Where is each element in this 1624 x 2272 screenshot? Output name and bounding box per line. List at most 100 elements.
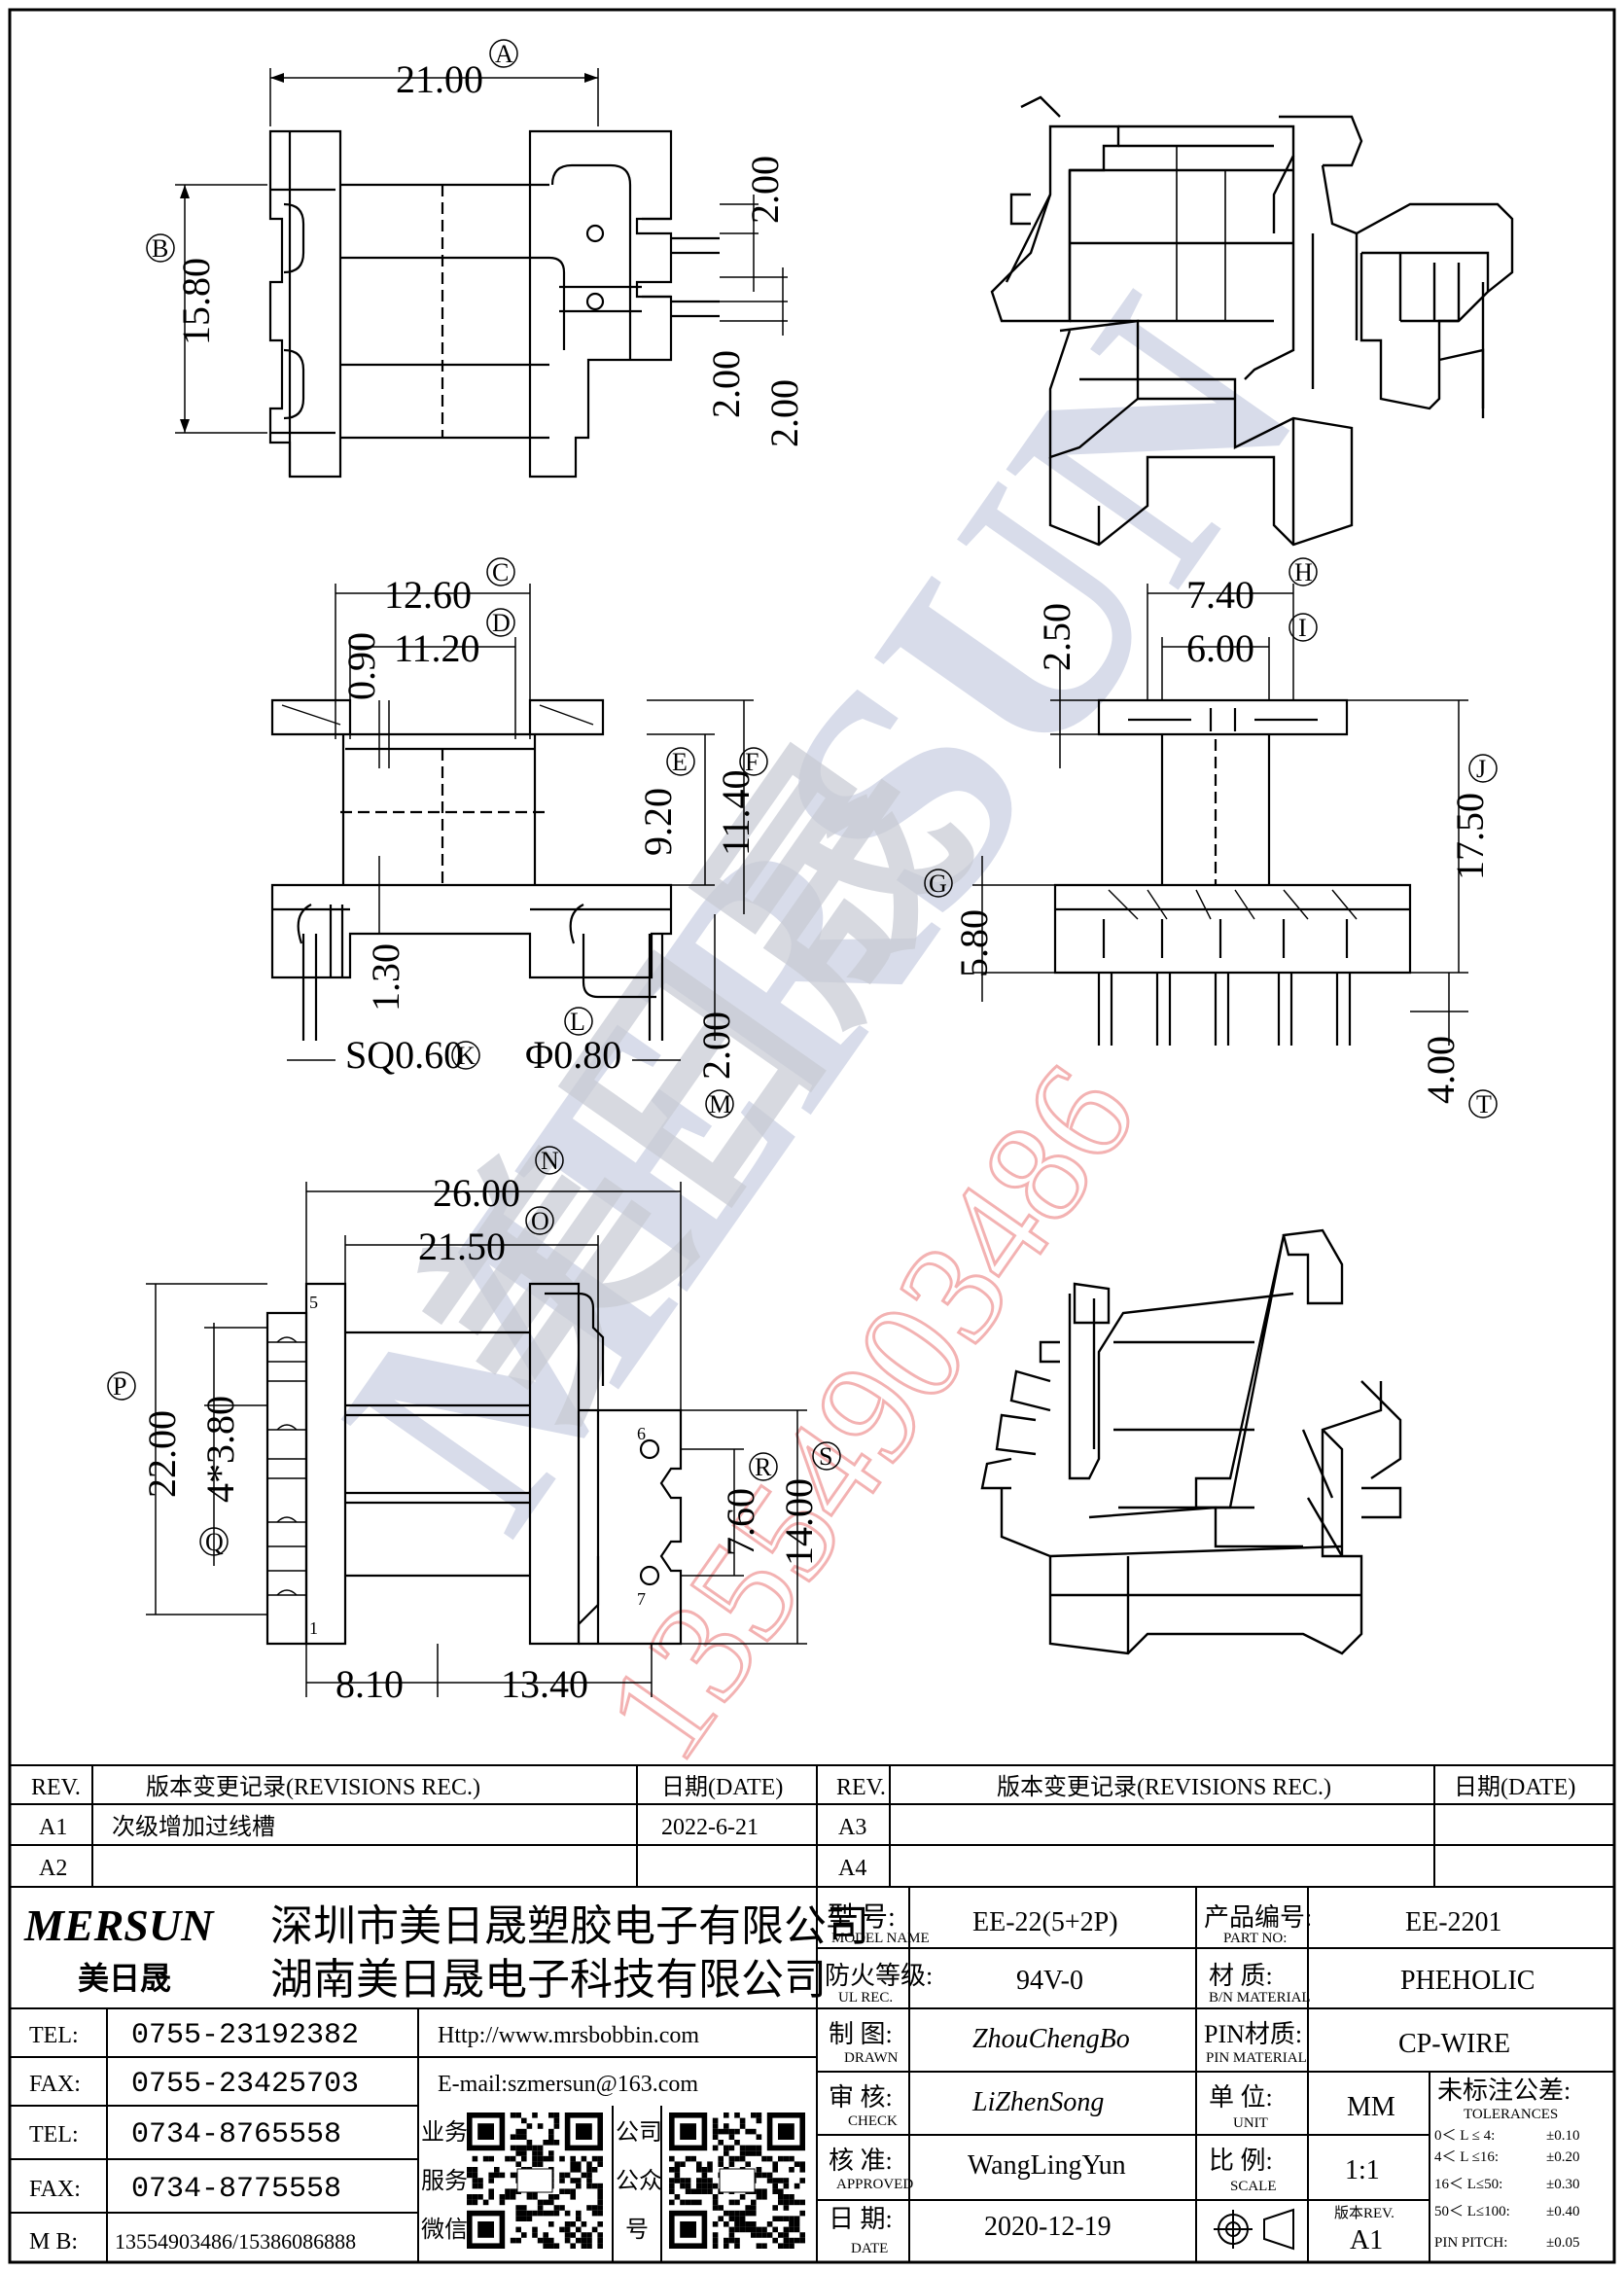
contact-label-2: FAX: — [29, 2072, 81, 2097]
fire-label: 防火等级: — [825, 1962, 933, 1990]
contact-value-4: 0734-8775558 — [131, 2173, 341, 2206]
callout-M: M — [709, 1090, 731, 1118]
dim-side-t: 2.50 — [1035, 603, 1078, 671]
revision-table-right: REV. 版本变更记录(REVISIONS REC.) 日期(DATE) A3 … — [836, 1774, 1575, 1881]
dim-top-pin-c: 2.00 — [762, 379, 806, 447]
top-view — [175, 68, 788, 479]
unit-value: MM — [1347, 2092, 1395, 2122]
callout-T: T — [1476, 1090, 1492, 1118]
dim-side-w1: 7.40 — [1186, 573, 1254, 617]
drawn-value: ZhouChengBo — [972, 2024, 1130, 2054]
material-label-en: B/N MATERIAL — [1209, 1990, 1311, 2006]
contact-value-2: 0755-23425703 — [131, 2068, 359, 2101]
qr2-label-2: 公众 — [616, 2168, 662, 2194]
date-value: 2020-12-19 — [984, 2212, 1112, 2242]
qr1-label-2: 服务 — [421, 2168, 468, 2194]
callout-A: A — [495, 40, 513, 68]
ver-label: 版本REV. — [1334, 2205, 1395, 2221]
dim-bot-r: 7.60 — [719, 1488, 762, 1556]
contact-web: Http://www.mrsbobbin.com — [438, 2023, 699, 2048]
contact-label-5: M B: — [29, 2229, 78, 2254]
contact-value-3: 0734-8765558 — [131, 2118, 341, 2151]
rev-row-1-record: 次级增加过线槽 — [112, 1814, 275, 1840]
rev-row-3-rev: A3 — [838, 1815, 866, 1840]
scale-label: 比 例: — [1209, 2147, 1273, 2175]
pinmat-label-en: PIN MATERIAL — [1206, 2050, 1307, 2066]
info-block: 型 号: MODEL NAME EE-22(5+2P) 产品编号: PART N… — [825, 1901, 1579, 2256]
date-label-en: DATE — [851, 2241, 888, 2256]
material-label: 材 质: — [1209, 1962, 1273, 1990]
dim-bot-w4: 13.40 — [501, 1662, 588, 1706]
iso-view-bottom — [980, 1228, 1402, 1655]
title-block — [9, 1764, 1615, 2263]
pinmat-label: PIN材质: — [1204, 2020, 1302, 2048]
dim-bot-w2: 21.50 — [418, 1225, 506, 1268]
pin-no-7: 7 — [637, 1589, 646, 1609]
dim-top-pin-a: 2.00 — [743, 156, 787, 224]
dim-bot-w1: 26.00 — [433, 1171, 520, 1215]
front-view — [270, 584, 754, 1061]
approve-label-en: APPROVED — [836, 2177, 913, 2192]
part-value: EE-2201 — [1405, 1907, 1502, 1937]
dim-bot-s: 14.00 — [777, 1478, 821, 1566]
callout-R: R — [755, 1453, 772, 1481]
dim-front-base: 1.30 — [364, 943, 407, 1012]
date-label: 日 期: — [829, 2205, 893, 2233]
callout-B: B — [152, 234, 168, 263]
contact-label-3: TEL: — [29, 2122, 79, 2148]
pin-no-1: 1 — [309, 1618, 318, 1638]
dim-front-w2: 11.20 — [394, 626, 480, 670]
qr2-label-3: 号 — [625, 2218, 649, 2243]
check-label-en: CHECK — [848, 2113, 898, 2129]
qr1-label-1: 业务 — [421, 2119, 468, 2146]
tol-range-4: 50＜ L≤100: — [1434, 2204, 1510, 2219]
approve-label: 核 准: — [829, 2147, 893, 2175]
callout-C: C — [492, 558, 509, 586]
callout-G: G — [929, 870, 947, 898]
company-name-2: 湖南美日晟电子科技有限公司 — [270, 1956, 827, 2004]
dim-bot-w3: 8.10 — [335, 1662, 404, 1706]
callout-U: N — [541, 1147, 559, 1175]
unit-label-en: UNIT — [1233, 2115, 1268, 2131]
rev-head-r: REV. — [836, 1775, 886, 1800]
front-view-dims: 12.60 C 11.20 D 0.90 9.20 11.40 E F 1.30… — [339, 557, 768, 1118]
rev-row-1-rev: A1 — [39, 1815, 67, 1840]
callout-J: J — [1476, 755, 1486, 783]
dim-top-width: 21.00 — [396, 57, 483, 101]
tol-range-3: 16＜ L≤50: — [1434, 2177, 1502, 2192]
rev-record-head: 版本变更记录(REVISIONS REC.) — [146, 1774, 480, 1800]
dim-front-w1: 12.60 — [384, 573, 472, 617]
dim-front-t: 0.90 — [339, 632, 383, 700]
pinmat-value: CP-WIRE — [1398, 2029, 1510, 2059]
dim-side-h: 17.50 — [1448, 793, 1492, 880]
part-label-en: PART NO: — [1223, 1931, 1287, 1946]
unit-label: 单 位: — [1209, 2083, 1273, 2112]
dim-top-depth: 15.80 — [174, 258, 218, 345]
pin-no-6: 6 — [637, 1424, 646, 1443]
model-label-en: MODEL NAME — [831, 1931, 930, 1946]
dim-side-pin: 4.00 — [1419, 1036, 1463, 1104]
dim-bot-pitch: 4*3.80 — [198, 1396, 242, 1503]
tol-val-1: ±0.10 — [1546, 2128, 1579, 2144]
bottom-view — [146, 1182, 807, 1697]
revision-table-left: REV. 版本变更记录(REVISIONS REC.) 日期(DATE) A1 … — [31, 1774, 783, 1881]
tol-range-2: 4＜ L ≤16: — [1434, 2149, 1499, 2165]
dim-side-base: 5.80 — [952, 909, 996, 977]
rev-row-4-rev: A4 — [838, 1856, 866, 1881]
tol-range-5: PIN PITCH: — [1434, 2235, 1507, 2251]
callout-S: S — [819, 1442, 832, 1471]
projection-symbol-icon — [1214, 2208, 1294, 2251]
tol-val-4: ±0.40 — [1546, 2204, 1579, 2219]
qr2-label-1: 公司 — [616, 2120, 662, 2146]
callout-E: E — [672, 748, 688, 776]
qr1-label-3: 微信 — [421, 2217, 468, 2243]
fire-label-en: UL REC. — [838, 1990, 893, 2006]
callout-I: I — [1298, 614, 1307, 642]
callout-K: K — [457, 1042, 476, 1070]
qr-code-official — [669, 2112, 805, 2249]
dim-front-h1: 9.20 — [636, 788, 680, 856]
callout-L: L — [570, 1008, 585, 1036]
check-value: LiZhenSong — [971, 2087, 1104, 2117]
side-view-dims: 7.40 H 6.00 I 2.50 17.50 J 5.80 G 4.00 T — [924, 557, 1498, 1118]
model-label: 型 号: — [827, 1901, 896, 1933]
